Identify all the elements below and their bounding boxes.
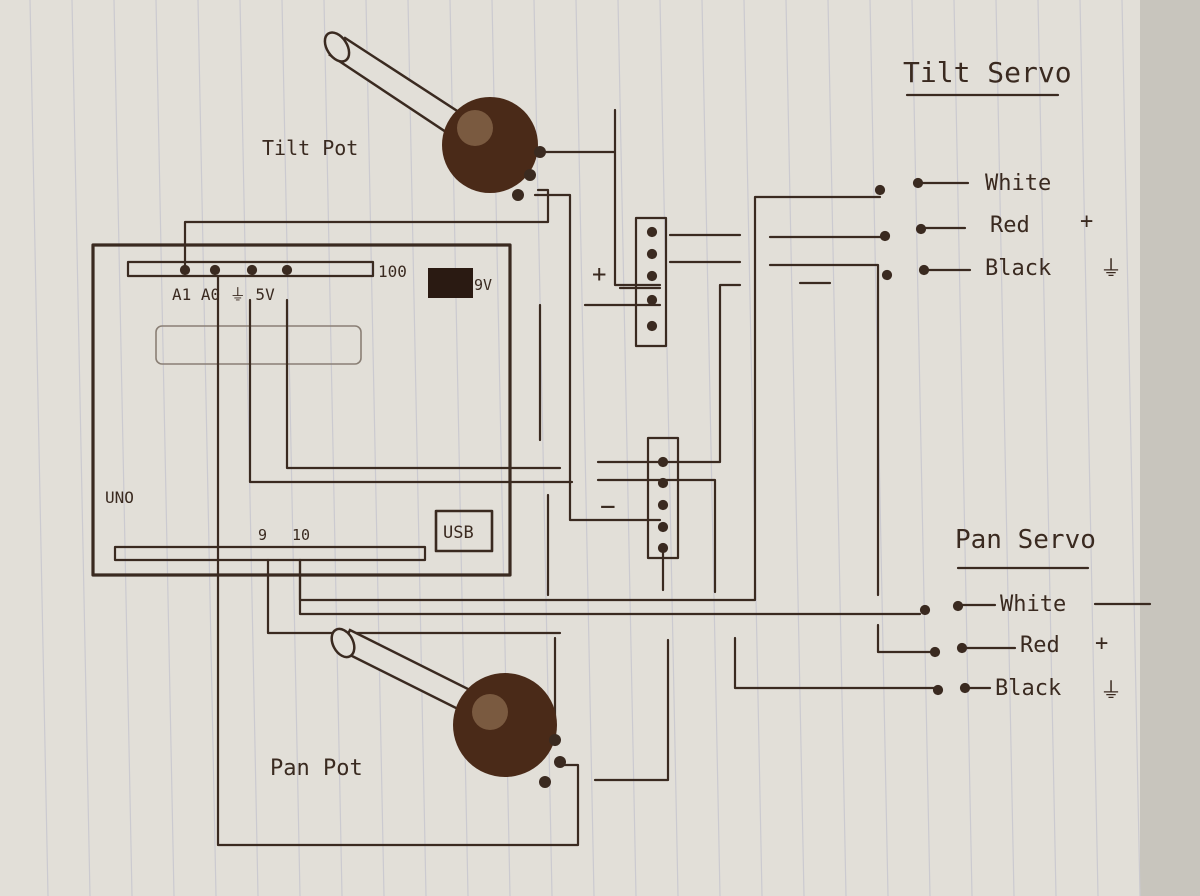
pan-red-label: Red — [1020, 633, 1060, 658]
bottom-header — [113, 545, 427, 562]
paper-rule-line — [29, 0, 49, 896]
wire-tiltpot-to-rail — [533, 193, 662, 522]
wire-plus-rail — [538, 286, 662, 442]
paper-rule-line — [281, 0, 301, 896]
pan-black-label: Black — [995, 676, 1061, 701]
chip-outline — [155, 325, 362, 365]
usb-port — [434, 509, 494, 553]
plus-rail-pins — [646, 226, 658, 332]
paper-rule-line — [1121, 0, 1141, 896]
pan-pot-label: Pan Pot — [270, 756, 363, 781]
header-mark-label: 100 — [378, 262, 407, 281]
tilt-black-label: Black — [985, 256, 1051, 281]
paper-rule-line — [911, 0, 931, 896]
usb-label: USB — [443, 523, 474, 543]
wire-pan-white — [298, 558, 922, 616]
minus-rail-label: − — [600, 492, 616, 522]
pin-10-label: 10 — [292, 526, 310, 544]
wire-tilt-red — [668, 233, 887, 239]
tilt-red-mark: + — [1080, 209, 1093, 234]
wire-minus-rail — [546, 283, 742, 597]
paper-rule-line — [575, 0, 595, 896]
paper-rule-line — [785, 0, 805, 896]
diagram-title: Tilt Servo — [903, 56, 1072, 89]
tilt-pot-icon — [323, 31, 546, 201]
pan-pot-icon — [330, 627, 566, 788]
power-jack-label: 9V — [474, 276, 492, 294]
pin-9-label: 9 — [258, 526, 267, 544]
tilt-red-label: Red — [990, 213, 1030, 238]
wire-5v — [285, 298, 562, 470]
paper-rule-line — [407, 0, 427, 896]
pins-top-label: A1 A0 ⏚ 5V — [172, 285, 275, 304]
arduino-board — [91, 243, 512, 577]
plus-rail-label: + — [592, 260, 606, 288]
pan-red-mark: + — [1095, 631, 1108, 656]
paper-rule-line — [953, 0, 973, 896]
paper-rule-line — [1037, 0, 1057, 896]
tilt-white-label: White — [985, 171, 1051, 196]
board-label: UNO — [105, 488, 134, 507]
paper-rule-line — [617, 0, 637, 896]
paper-rule-line — [995, 0, 1015, 896]
paper-rule-line — [323, 0, 343, 896]
wire-pan-red — [876, 623, 937, 654]
minus-rail-pins — [657, 456, 669, 554]
desk-edge — [1140, 0, 1200, 896]
wire-a1-tilt-pot — [183, 188, 550, 272]
wire-gnd — [248, 298, 574, 484]
pan-white-label: White — [1000, 592, 1066, 617]
paper-rule-line — [197, 0, 217, 896]
paper-rule-line — [827, 0, 847, 896]
top-header — [126, 260, 375, 278]
paper-rule-line — [365, 0, 385, 896]
paper-rule-line — [659, 0, 679, 896]
paper-rule-line — [71, 0, 91, 896]
paper-rule-line — [743, 0, 763, 896]
power-jack-icon — [428, 268, 473, 298]
paper-rule-line — [701, 0, 721, 896]
pan-black-mark: ⏚ — [1100, 679, 1122, 704]
plus-rail — [634, 216, 668, 348]
tilt-black-mark: ⏚ — [1100, 257, 1122, 282]
wire-9-pin — [266, 558, 562, 635]
paper-rule-line — [155, 0, 175, 896]
tilt-servo-dots — [874, 177, 930, 281]
pan-servo-title: Pan Servo — [955, 525, 1096, 555]
paper-rule-line — [113, 0, 133, 896]
tilt-pot-label: Tilt Pot — [262, 136, 358, 160]
top-pin-dots — [179, 264, 293, 276]
wire-tilt-black — [668, 260, 880, 597]
pan-servo-dots — [919, 600, 971, 696]
wire-pan-black — [733, 636, 937, 690]
wire-tiltpot-to-plus — [538, 108, 662, 287]
paper-sheet — [0, 0, 1145, 896]
paper-rule-line — [1079, 0, 1099, 896]
